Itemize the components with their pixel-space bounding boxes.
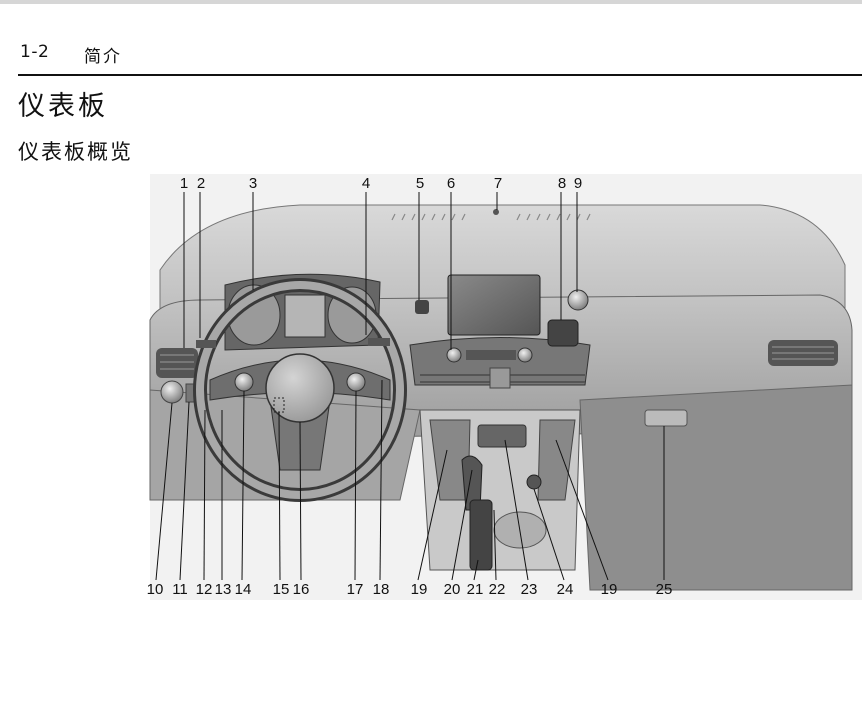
page-header: 1-2 简介 [20,42,862,68]
callout-24: 24 [556,581,574,598]
callout-22: 22 [488,581,506,598]
callout-21: 21 [466,581,484,598]
callout-11: 11 [172,581,188,598]
page-title: 仪表板 [18,91,108,122]
top-border [0,0,862,4]
callout-8: 8 [557,175,567,192]
section-name: 简介 [84,47,122,67]
callout-3: 3 [248,175,258,192]
callout-2: 2 [196,175,206,192]
callout-20: 20 [443,581,461,598]
callout-6: 6 [446,175,456,192]
callout-15: 15 [272,581,290,598]
callout-9: 9 [573,175,583,192]
dashboard-illustration: 1 2 3 4 5 6 7 8 9 10 11 12 13 14 15 16 1… [0,170,862,600]
callout-12: 12 [195,581,213,598]
dashboard-drawing [149,174,862,600]
callout-25: 25 [655,581,673,598]
page-number: 1-2 [20,42,50,62]
callout-5: 5 [415,175,425,192]
callout-1: 1 [179,175,189,192]
callout-23: 23 [520,581,538,598]
callout-18: 18 [372,581,390,598]
header-divider [18,74,862,76]
callout-16: 16 [292,581,310,598]
callout-14: 14 [234,581,252,598]
callout-17: 17 [346,581,364,598]
callout-10: 10 [146,581,164,598]
section-subtitle: 仪表板概览 [18,140,133,164]
callout-13: 13 [214,581,232,598]
callout-4: 4 [361,175,371,192]
callout-19-left: 19 [410,581,428,598]
callout-19-right: 19 [600,581,618,598]
callout-7: 7 [493,175,503,192]
